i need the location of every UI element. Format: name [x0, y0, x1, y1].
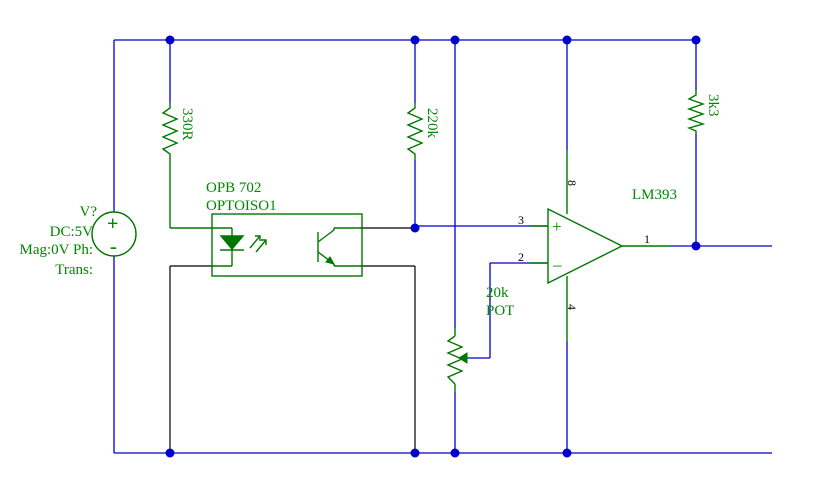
comparator-lm393: + – LM393 3 2 1 8 4 [518, 180, 677, 310]
junction-node [691, 35, 701, 45]
opto-part-label: OPB 702 [206, 180, 261, 196]
resistor-3k3: 3k3 [686, 90, 721, 134]
light-emission-icon [249, 235, 267, 253]
junction-node [450, 448, 460, 458]
voltage-source-symbol [91, 211, 137, 257]
junction-node [410, 448, 420, 458]
resistor-330r: 330R [161, 103, 195, 160]
potentiometer-value-label: 20k [486, 285, 509, 301]
resistor-330r-label: 330R [179, 108, 195, 141]
comparator-pin8-label: 8 [565, 180, 579, 186]
source-minus-sign: - [110, 236, 117, 258]
source-plus-sign: + [107, 213, 118, 235]
component-leads [169, 150, 670, 453]
junction-nodes [165, 35, 701, 458]
comparator-pin2-label: 2 [518, 250, 524, 264]
comparator-minus-input: – [552, 255, 562, 274]
comparator-pin4-label: 4 [565, 304, 579, 310]
resistor-330r-symbol [161, 103, 179, 160]
junction-node [562, 448, 572, 458]
resistor-220k-symbol [406, 103, 424, 160]
junction-node [410, 35, 420, 45]
junction-node [165, 35, 175, 45]
potentiometer-symbol [446, 335, 464, 385]
comparator-pin1-label: 1 [644, 232, 650, 246]
wires [113, 39, 772, 454]
source-dc-value: DC:5V [50, 224, 94, 240]
voltage-source: + - V? DC:5V Mag:0V Ph: Trans: [20, 204, 137, 278]
potentiometer-name-label: POT [486, 303, 514, 319]
comparator-plus-input: + [552, 217, 562, 236]
source-name: V? [80, 204, 98, 220]
source-trans-value: Trans: [55, 262, 93, 278]
comparator-pin3-label: 3 [518, 213, 524, 227]
phototransistor-symbol [317, 227, 362, 267]
opto-isolator: OPB 702 OPTOISO1 [206, 180, 363, 277]
resistor-220k: 220k [406, 103, 440, 160]
potentiometer-wiper-arrow [458, 352, 468, 364]
comparator-part-label: LM393 [632, 187, 677, 203]
led-triangle [219, 235, 245, 251]
junction-node [450, 35, 460, 45]
comparator-body [547, 207, 624, 285]
resistor-3k3-symbol [686, 90, 706, 134]
junction-node [691, 241, 701, 251]
junction-node [562, 35, 572, 45]
opto-name-label: OPTOISO1 [206, 198, 277, 214]
resistor-220k-label: 220k [424, 108, 440, 139]
source-ac-value: Mag:0V Ph: [20, 242, 93, 258]
opto-body [211, 213, 363, 277]
potentiometer: 20k POT [446, 285, 514, 385]
resistor-3k3-label: 3k3 [705, 94, 721, 117]
junction-node [410, 223, 420, 233]
junction-node [165, 448, 175, 458]
